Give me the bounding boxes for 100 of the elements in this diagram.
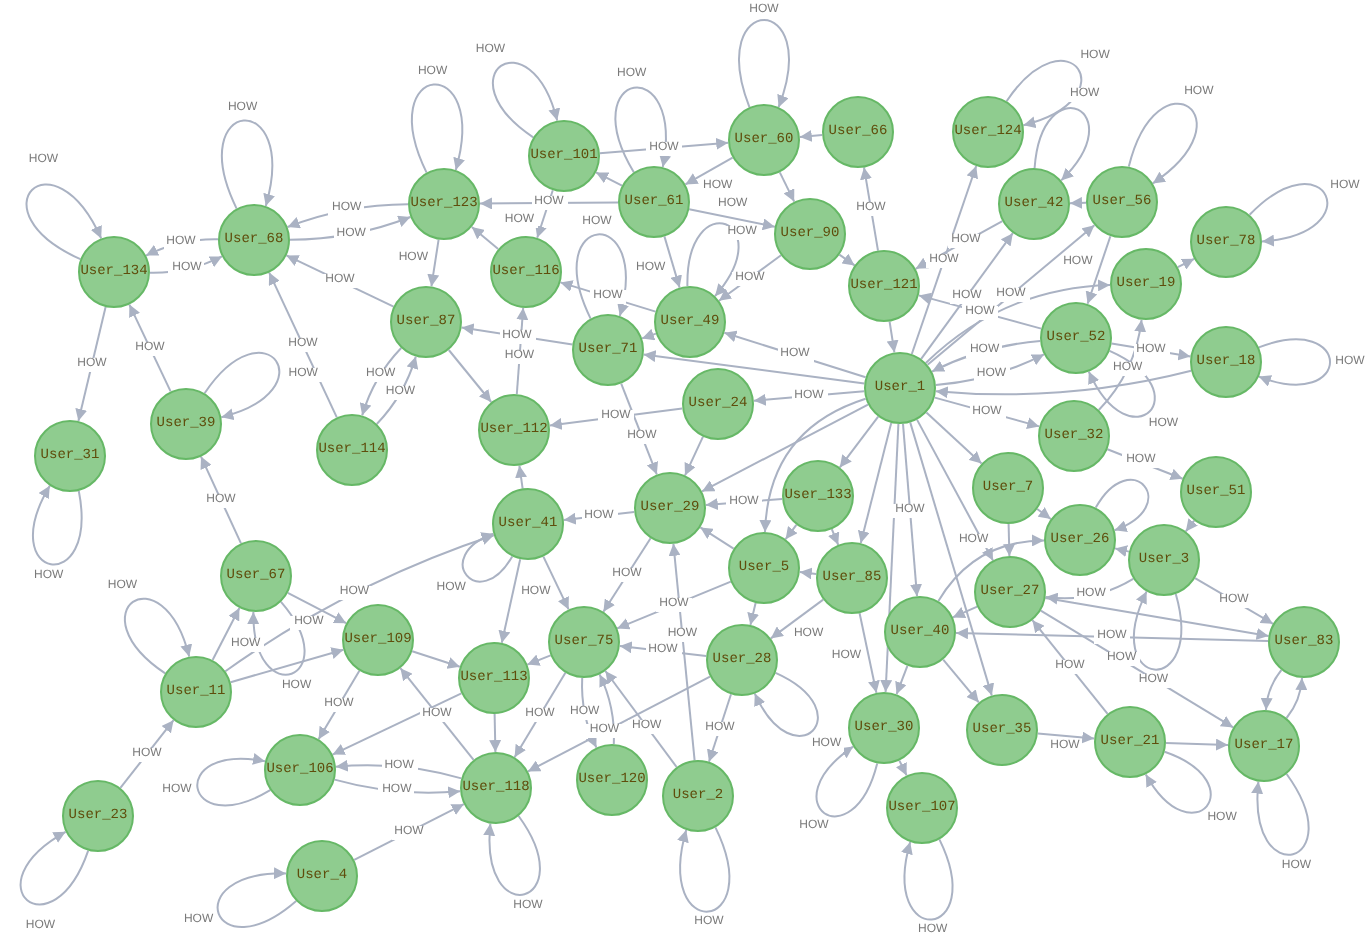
arrow — [925, 411, 983, 465]
self-loop-arrow — [753, 671, 819, 737]
self-loop-arrow — [1127, 102, 1198, 185]
arrow — [641, 328, 657, 341]
arrow — [926, 224, 1096, 366]
arrow — [895, 664, 909, 696]
arrow — [1031, 619, 1109, 715]
arrow — [470, 226, 500, 250]
arrow — [909, 421, 995, 697]
self-loop-arrow — [123, 597, 192, 675]
arrow — [838, 253, 856, 267]
arrow — [759, 397, 867, 533]
self-loop-arrow — [1094, 478, 1150, 532]
arrow — [1097, 318, 1146, 411]
arrow — [860, 166, 879, 252]
arrow — [515, 306, 529, 396]
arrow — [1085, 235, 1112, 305]
arrow — [688, 208, 776, 231]
arrow — [268, 271, 338, 419]
arrow — [447, 349, 493, 403]
arrow — [595, 171, 623, 187]
arrow — [798, 129, 824, 142]
self-loop-arrow — [686, 222, 740, 298]
self-loop-arrow — [25, 183, 103, 261]
arrow — [668, 542, 696, 762]
self-loop-arrow — [575, 233, 629, 320]
self-loop-arrow — [815, 745, 879, 818]
arrow — [285, 254, 395, 308]
arrow — [942, 658, 980, 704]
arrow — [411, 650, 461, 669]
arrow — [838, 415, 880, 469]
arrow — [602, 537, 652, 613]
arrow — [224, 533, 495, 673]
arrow — [955, 627, 1269, 642]
arrow — [1114, 545, 1130, 557]
arrow — [699, 526, 735, 550]
arrow — [931, 340, 1042, 373]
arrow — [331, 692, 463, 756]
arrow — [119, 719, 175, 789]
self-loop-arrow — [32, 484, 83, 566]
arrow — [1285, 677, 1308, 719]
arrow — [399, 667, 475, 761]
arrow — [1003, 523, 1016, 557]
arrow — [934, 369, 1193, 399]
arrow — [128, 303, 172, 393]
self-loop-arrow — [1087, 349, 1156, 418]
self-loop-arrow — [738, 19, 790, 109]
arrow — [229, 647, 345, 684]
arrow — [527, 675, 711, 773]
arrow — [642, 350, 866, 385]
self-loop-arrow — [1252, 773, 1310, 856]
arrow — [515, 464, 527, 490]
self-loop-arrow — [484, 815, 541, 896]
self-loop-arrow — [1257, 338, 1332, 386]
self-loop-arrow — [19, 830, 90, 906]
arrow — [286, 591, 348, 625]
arrow — [951, 605, 979, 619]
arrow — [857, 422, 893, 544]
self-loop-arrow — [203, 351, 281, 420]
arrow — [910, 165, 978, 355]
arrow — [1194, 577, 1274, 625]
self-loop-arrow — [1005, 59, 1083, 128]
self-loop-arrow — [248, 600, 306, 676]
arrow — [784, 523, 798, 541]
arrow — [353, 803, 465, 861]
self-loop-arrow — [1133, 590, 1182, 671]
arrow — [620, 382, 658, 476]
arrow — [526, 654, 552, 666]
arrow — [1044, 597, 1270, 640]
arrow — [1036, 507, 1052, 520]
arrow — [286, 203, 409, 229]
arrow — [701, 403, 869, 493]
arrow — [920, 232, 1014, 360]
arrow — [828, 528, 840, 546]
arrow — [498, 558, 522, 644]
arrow — [1176, 257, 1196, 270]
arrow — [317, 669, 361, 741]
arrow — [1184, 518, 1198, 533]
arrow — [604, 670, 678, 768]
arrow — [1036, 731, 1096, 744]
arrow — [1039, 609, 1235, 729]
arrow — [684, 435, 704, 477]
arrow — [747, 602, 759, 626]
arrow — [1069, 196, 1087, 209]
arrow — [211, 607, 241, 661]
self-loop-arrow — [491, 61, 560, 139]
arrow — [858, 612, 880, 694]
arrow — [778, 171, 796, 203]
arrow — [916, 418, 994, 562]
self-loop-arrow — [411, 83, 465, 174]
arrow — [902, 422, 922, 598]
self-loop-arrow — [1033, 107, 1090, 182]
arrow — [535, 189, 554, 239]
arrow — [1165, 738, 1229, 751]
self-loop-arrow — [216, 868, 298, 928]
arrow — [769, 598, 825, 640]
self-loop-arrow — [461, 532, 514, 583]
arrow — [723, 330, 867, 379]
self-loop-arrow — [196, 753, 272, 806]
arrow — [598, 673, 615, 745]
